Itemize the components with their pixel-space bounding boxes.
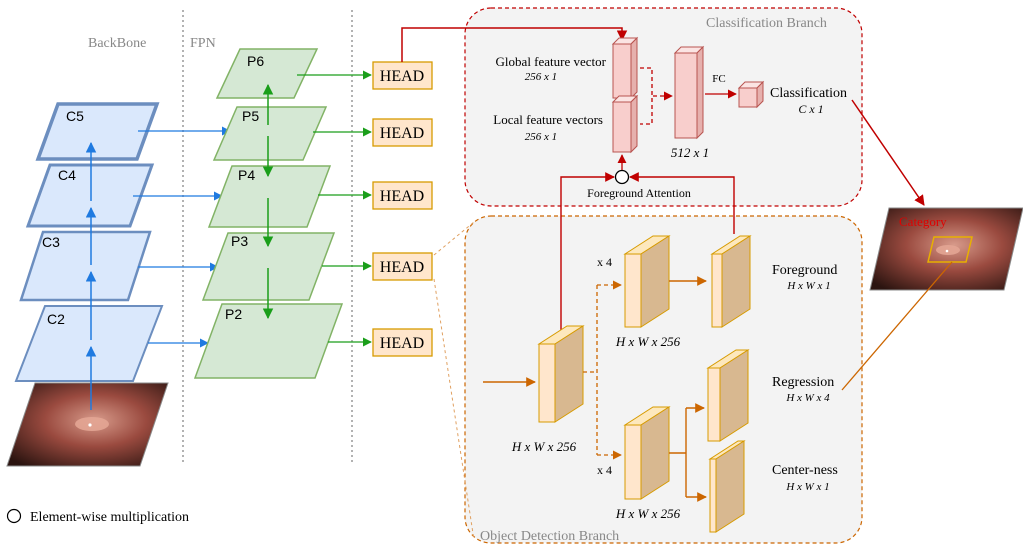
regression-label: Regression xyxy=(772,375,834,390)
head-box-p6: HEAD xyxy=(373,62,432,89)
svg-text:HEAD: HEAD xyxy=(380,188,424,205)
legend-multiplication-icon xyxy=(8,510,21,523)
input-endoscopy-image xyxy=(7,383,168,466)
regression-dim: H x W x 4 xyxy=(785,392,830,404)
svg-text:C4: C4 xyxy=(58,167,76,183)
local-feature-block xyxy=(613,96,637,152)
bottom-tower-dim: H x W x 256 xyxy=(615,506,681,521)
global-feature-label: Global feature vector xyxy=(496,54,607,69)
classification-label: Classification xyxy=(770,86,847,101)
global-feature-block xyxy=(613,38,637,98)
svg-text:C2: C2 xyxy=(47,311,65,327)
head-box-p3: HEAD xyxy=(373,253,432,280)
foreground-attention-label: Foreground Attention xyxy=(587,186,691,200)
classification-dim: C x 1 xyxy=(798,102,823,116)
centerness-label: Center-ness xyxy=(772,463,838,478)
svg-text:P6: P6 xyxy=(247,53,264,69)
arrow-classification-to-output xyxy=(852,100,924,205)
head-box-p4: HEAD xyxy=(373,182,432,209)
svg-text:C3: C3 xyxy=(42,234,60,250)
backbone-level-c2: C2 xyxy=(16,306,162,381)
classification-output-block xyxy=(739,82,763,107)
foreground-dim: H x W x 1 xyxy=(786,280,830,292)
classification-branch-title: Classification Branch xyxy=(706,16,827,31)
local-feature-dim: 256 x 1 xyxy=(525,131,557,143)
fpn-level-p5: P5 xyxy=(214,107,326,160)
svg-text:P3: P3 xyxy=(231,233,248,249)
backbone-title: BackBone xyxy=(88,36,146,51)
concat-feature-block xyxy=(675,47,703,138)
svg-text:C5: C5 xyxy=(66,108,84,124)
fc-label: FC xyxy=(712,73,725,85)
detection-input-feature xyxy=(539,326,583,422)
fpn-level-p4: P4 xyxy=(209,166,330,227)
head-box-p5: HEAD xyxy=(373,119,432,146)
top-tower-dim: H x W x 256 xyxy=(615,334,681,349)
x4-top-label: x 4 xyxy=(597,255,612,269)
local-feature-label: Local feature vectors xyxy=(493,112,603,127)
svg-text:P5: P5 xyxy=(242,108,259,124)
backbone-level-c3: C3 xyxy=(21,232,150,300)
multiplication-node xyxy=(616,171,629,184)
x4-bottom-label: x 4 xyxy=(597,463,612,477)
svg-text:HEAD: HEAD xyxy=(380,68,424,85)
svg-text:HEAD: HEAD xyxy=(380,335,424,352)
concat-dim: 512 x 1 xyxy=(671,145,709,160)
centerness-dim: H x W x 1 xyxy=(785,481,829,493)
svg-text:HEAD: HEAD xyxy=(380,259,424,276)
head-box-p2: HEAD xyxy=(373,329,432,356)
foreground-label: Foreground xyxy=(772,263,837,278)
detection-branch-title: Object Detection Branch xyxy=(480,529,619,544)
detection-input-dim: H x W x 256 xyxy=(511,439,577,454)
top-tower-feature xyxy=(625,236,669,327)
fpn-level-p6: P6 xyxy=(217,49,317,98)
svg-text:HEAD: HEAD xyxy=(380,125,424,142)
global-feature-dim: 256 x 1 xyxy=(525,71,557,83)
regression-feature xyxy=(708,350,748,441)
svg-text:P2: P2 xyxy=(225,306,242,322)
legend-label: Element-wise multiplication xyxy=(30,510,189,525)
category-tag: Category xyxy=(899,214,947,229)
svg-text:P4: P4 xyxy=(238,167,255,183)
bottom-tower-feature xyxy=(625,407,669,499)
fpn-title: FPN xyxy=(190,36,216,51)
